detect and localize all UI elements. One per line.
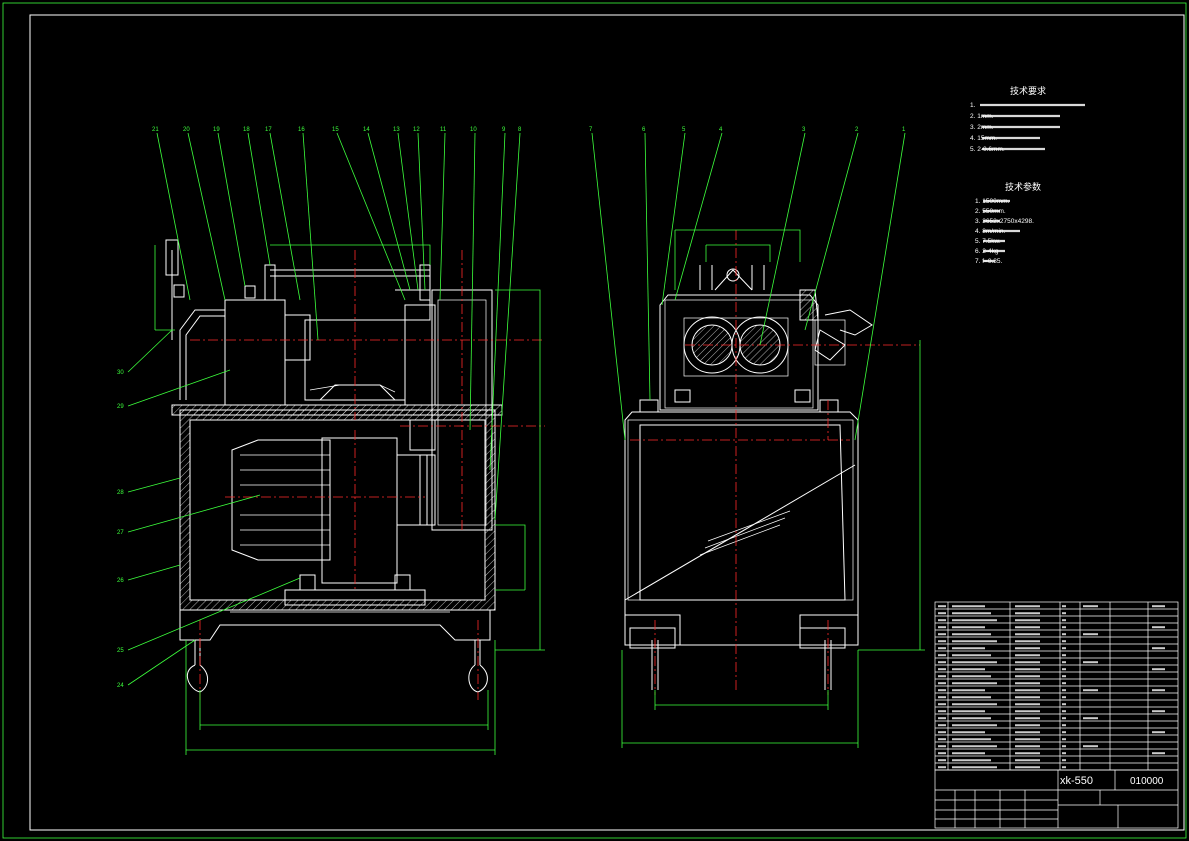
callout-26: 26 (117, 578, 124, 584)
tech-requirement-3: 3. 2mm. (970, 124, 994, 131)
tech-requirement-2: 2. 1mm. (970, 113, 994, 120)
callout-25: 25 (117, 648, 124, 654)
callout-27: 27 (117, 530, 124, 536)
callout-11: 11 (440, 127, 447, 133)
callout-30: 30 (117, 370, 124, 376)
tech-requirement-1: 1. (970, 102, 976, 109)
callout-7: 7 (589, 127, 593, 133)
callout-14: 14 (363, 127, 370, 133)
tech-requirements: 技术要求 1. 2. 1mm. 3. 2mm. 4. 15mm. 5. 2-0.… (970, 85, 1085, 153)
tech-param-3: 3. 3652x2750x4298. (975, 218, 1034, 225)
callout-15: 15 (332, 127, 339, 133)
callout-18: 18 (243, 127, 250, 133)
callout-19: 19 (213, 127, 220, 133)
callout-24: 24 (117, 683, 124, 689)
callout-9: 9 (502, 127, 506, 133)
side-view (621, 229, 925, 748)
callout-28: 28 (117, 490, 124, 496)
callout-29: 29 (117, 404, 124, 410)
drawing-number: 010000 (1130, 776, 1164, 787)
bom-table (934, 601, 1179, 771)
callout-16: 16 (298, 127, 305, 133)
callout-5: 5 (682, 127, 686, 133)
callout-12: 12 (413, 127, 420, 133)
callout-6: 6 (642, 127, 646, 133)
callout-1: 1 (902, 127, 906, 133)
callout-3: 3 (802, 127, 806, 133)
callout-2: 2 (855, 127, 859, 133)
front-view (154, 239, 545, 755)
title-block: xk-550 010000 (934, 769, 1179, 829)
front-dimensions (154, 244, 545, 755)
lifting-hooks (186, 640, 488, 693)
leader-lines (127, 132, 906, 686)
top-plate (171, 404, 503, 416)
callout-20: 20 (183, 127, 190, 133)
callout-10: 10 (470, 127, 477, 133)
callout-4: 4 (719, 127, 723, 133)
callout-8: 8 (518, 127, 522, 133)
tech-parameters: 技术参数 1. 1500mm. 2. 550mm. 3. 3652x2750x4… (975, 181, 1041, 265)
callouts-left: 30 29 28 27 26 25 24 (117, 370, 124, 689)
tech-requirements-title: 技术要求 (1010, 85, 1046, 96)
callout-21: 21 (152, 127, 159, 133)
motor (231, 437, 428, 606)
model-number: xk-550 (1060, 775, 1093, 787)
tech-params-title: 技术参数 (1005, 181, 1041, 192)
callouts-top-left: 21 20 19 18 17 16 15 14 13 12 11 10 9 8 (152, 127, 522, 133)
side-dimensions (621, 229, 925, 748)
callouts-top-right: 7 6 5 4 3 2 1 (589, 127, 906, 133)
callout-17: 17 (265, 127, 272, 133)
callout-13: 13 (393, 127, 400, 133)
